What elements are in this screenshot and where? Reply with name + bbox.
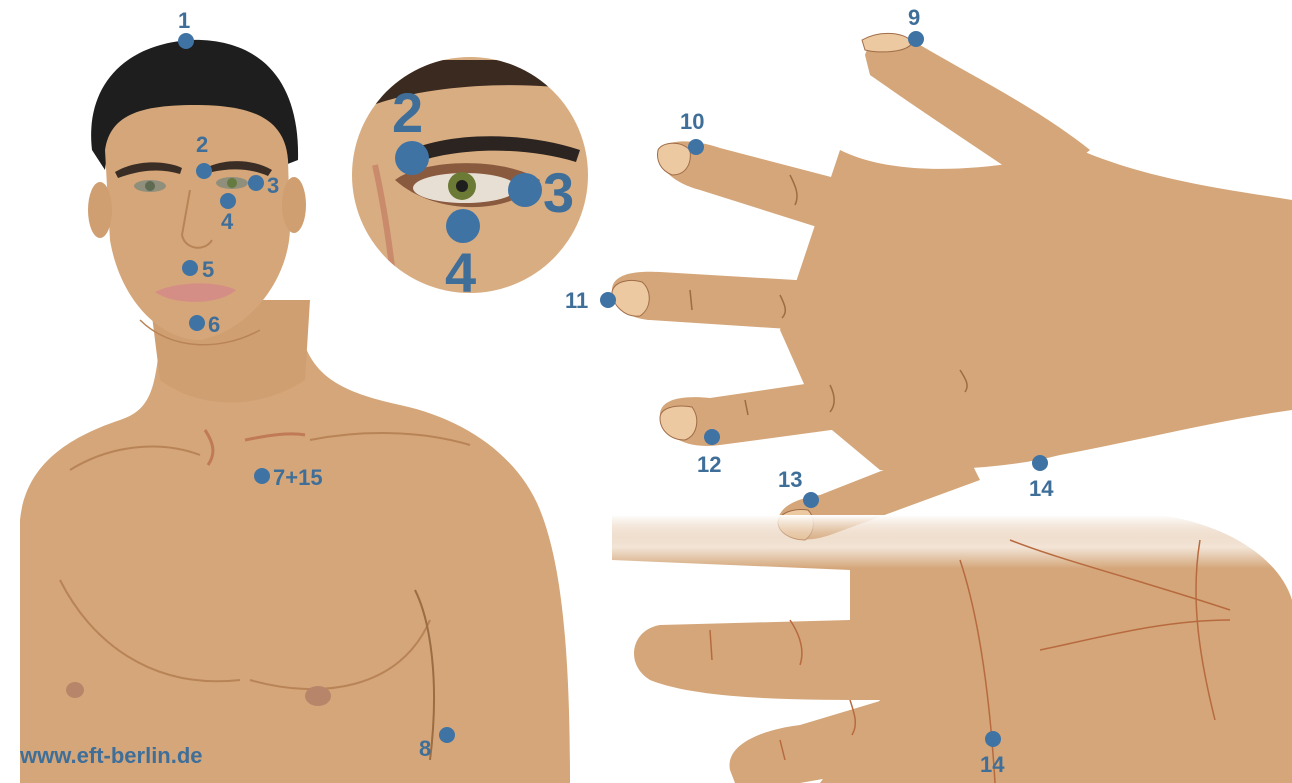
point-10 — [688, 139, 704, 155]
point-12 — [704, 429, 720, 445]
point-6 — [189, 315, 205, 331]
label-9: 9 — [908, 5, 920, 30]
label-2: 2 — [196, 132, 208, 157]
label-8: 8 — [419, 736, 431, 761]
hand-palm — [612, 515, 1292, 783]
label-14-back: 14 — [1029, 476, 1054, 501]
point-14-back — [1032, 455, 1048, 471]
torso-shape — [20, 330, 570, 783]
label-14-palm: 14 — [980, 752, 1005, 777]
nail-thumb — [862, 33, 912, 52]
zoom-label-3: 3 — [543, 161, 574, 224]
point-5 — [182, 260, 198, 276]
torso — [20, 300, 570, 783]
point-1 — [178, 33, 194, 49]
label-6: 6 — [208, 312, 220, 337]
point-13 — [803, 492, 819, 508]
point-7-15 — [254, 468, 270, 484]
point-14-palm — [985, 731, 1001, 747]
label-1: 1 — [178, 8, 190, 33]
label-11: 11 — [565, 288, 588, 313]
nipple-left — [66, 682, 84, 698]
nipple-right — [305, 686, 331, 706]
label-12: 12 — [697, 452, 721, 477]
label-7-15: 7+15 — [273, 465, 323, 490]
point-11 — [600, 292, 616, 308]
label-10: 10 — [680, 109, 704, 134]
point-2 — [196, 163, 212, 179]
zoom-label-2: 2 — [392, 81, 423, 144]
label-4: 4 — [221, 209, 234, 234]
ear-left — [88, 182, 112, 238]
website-url: www.eft-berlin.de — [20, 743, 203, 769]
iris-right — [227, 178, 237, 188]
nail-middle — [612, 280, 649, 316]
label-13: 13 — [778, 467, 802, 492]
nail-index — [658, 143, 691, 175]
ear-right — [282, 177, 306, 233]
nail-ring — [660, 406, 697, 440]
label-5: 5 — [202, 257, 214, 282]
point-9 — [908, 31, 924, 47]
point-3 — [248, 175, 264, 191]
palm-base — [612, 515, 1292, 783]
zoom-point-4 — [446, 209, 480, 243]
point-4 — [220, 193, 236, 209]
iris-left — [145, 181, 155, 191]
zoom-point-2 — [395, 141, 429, 175]
eye-zoom-inset: 2 3 4 — [340, 57, 600, 304]
zoom-label-4: 4 — [445, 241, 476, 304]
finger-index — [659, 141, 900, 250]
zoom-point-3 — [508, 173, 542, 207]
zoom-pupil — [456, 180, 468, 192]
point-8 — [439, 727, 455, 743]
label-3: 3 — [267, 173, 279, 198]
